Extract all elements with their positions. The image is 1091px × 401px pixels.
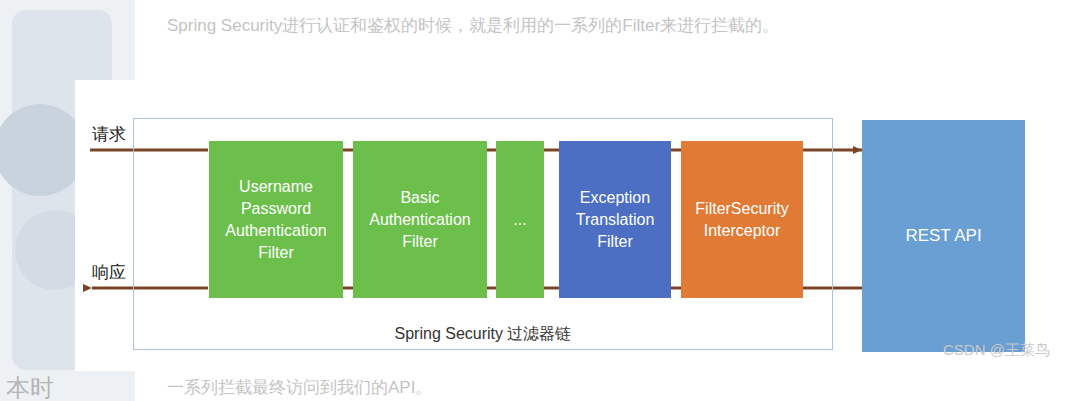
flow-arrow <box>671 149 681 152</box>
filter-box: Basic Authentication Filter <box>353 141 487 298</box>
flow-arrow <box>671 287 681 290</box>
faded-paragraph: Spring Security进行认证和鉴权的时候，就是利用的一系列的Filte… <box>167 14 779 37</box>
box-label: Username Password Authentication Filter <box>217 176 335 264</box>
request-label: 请求 <box>92 123 126 146</box>
diagram-panel <box>75 80 1040 371</box>
box-label: FilterSecurity Interceptor <box>689 198 795 242</box>
flow-arrow <box>343 287 353 290</box>
faded-paragraph: 一系列拦截最终访问到我们的API。 <box>167 376 432 399</box>
ellipsis-box: ... <box>496 141 544 298</box>
box-label: Basic Authentication Filter <box>361 187 479 253</box>
box-label: REST API <box>905 225 981 247</box>
filter-box: Username Password Authentication Filter <box>209 141 343 298</box>
flow-arrow <box>544 149 559 152</box>
box-label: ... <box>513 209 526 231</box>
flow-arrow <box>544 287 559 290</box>
flow-arrow <box>487 287 496 290</box>
photo-shape <box>0 104 86 196</box>
filter-box: Exception Translation Filter <box>559 141 671 298</box>
interceptor-box: FilterSecurity Interceptor <box>681 141 803 298</box>
box-label: Exception Translation Filter <box>567 187 663 253</box>
flow-arrow <box>343 149 353 152</box>
watermark: CSDN @王菜鸟 <box>943 341 1050 360</box>
sidebar-text: 本时 <box>6 372 54 401</box>
flow-arrow <box>487 149 496 152</box>
response-label: 响应 <box>92 261 126 284</box>
response-stub <box>92 287 208 290</box>
chain-title: Spring Security 过滤器链 <box>134 324 832 345</box>
filter-chain-box: Spring Security 过滤器链 Username Password Au… <box>133 118 833 350</box>
api-box: REST API <box>862 120 1025 352</box>
request-stub <box>90 149 208 152</box>
